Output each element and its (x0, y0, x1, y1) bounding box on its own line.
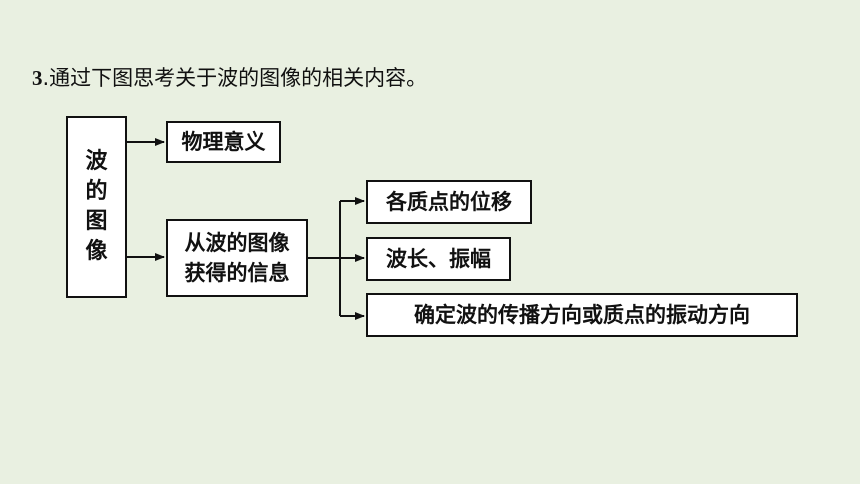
displacement-box: 各质点的位移 (366, 180, 532, 224)
root-box-wave-image: 波 的 图 像 (66, 116, 127, 298)
root-box-label: 波 的 图 像 (85, 147, 107, 267)
info-from-image-box: 从波的图像 获得的信息 (166, 219, 308, 297)
root-char-1: 波 (85, 149, 108, 174)
heading-number: 3 (32, 66, 43, 90)
wavelength-amplitude-label: 波长、振幅 (386, 247, 491, 271)
propagation-direction-label: 确定波的传播方向或质点的振动方向 (414, 303, 750, 327)
wavelength-amplitude-box: 波长、振幅 (366, 237, 511, 281)
physical-meaning-label: 物理意义 (181, 130, 266, 154)
root-char-4: 像 (85, 239, 108, 264)
info-from-image-line-2: 获得的信息 (184, 261, 290, 285)
physical-meaning-box: 物理意义 (166, 121, 281, 163)
info-from-image-line-1: 从波的图像 (184, 231, 290, 255)
propagation-direction-box: 确定波的传播方向或质点的振动方向 (366, 293, 798, 337)
root-char-2: 的 (85, 179, 108, 204)
heading-text: .通过下图思考关于波的图像的相关内容。 (42, 66, 428, 90)
root-char-3: 图 (85, 209, 108, 234)
displacement-label: 各质点的位移 (386, 190, 512, 214)
heading: 3.通过下图思考关于波的图像的相关内容。 (32, 63, 427, 93)
